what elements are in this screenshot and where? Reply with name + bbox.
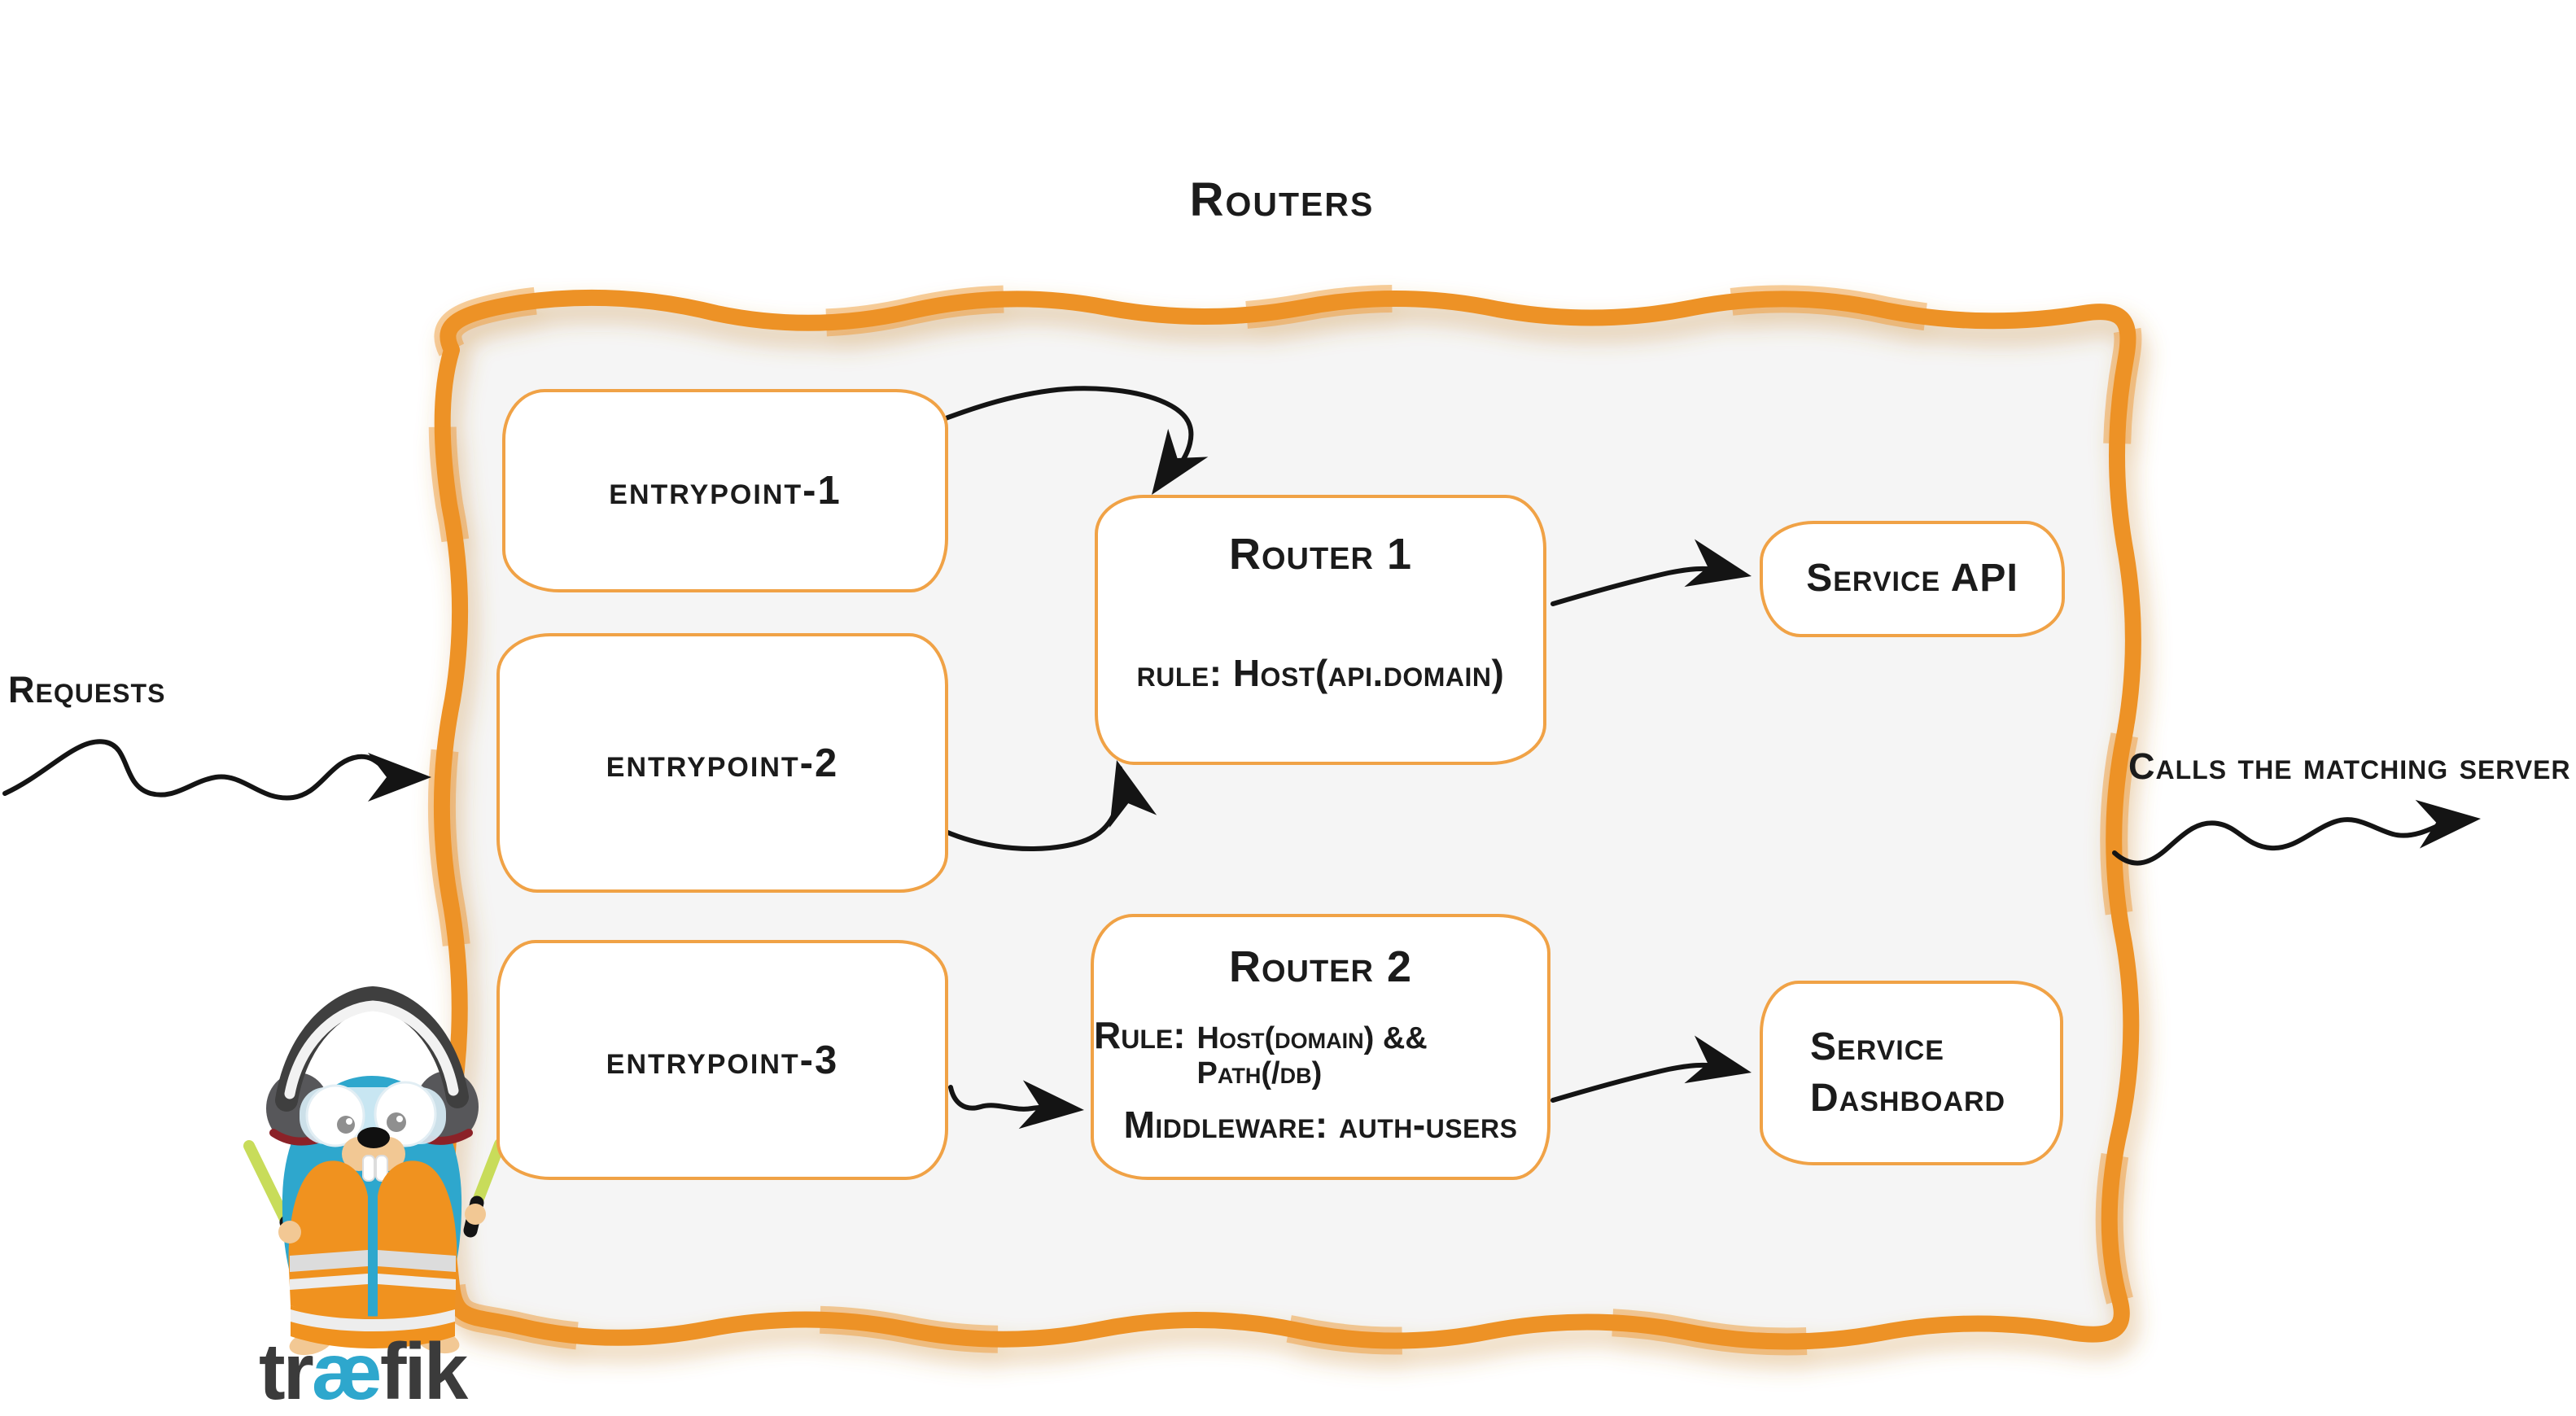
eye-right bbox=[374, 1081, 437, 1147]
traefik-gopher-mascot bbox=[243, 986, 505, 1356]
wordmark-pre: tr bbox=[259, 1326, 314, 1416]
service-api-node: Service API bbox=[1760, 521, 2065, 637]
tooth-left bbox=[362, 1155, 375, 1182]
entrypoint-2-node: entrypoint-2 bbox=[496, 633, 948, 893]
wordmark-post: fik bbox=[379, 1326, 468, 1416]
arrowhead bbox=[1018, 1080, 1084, 1130]
tooth-right bbox=[375, 1155, 388, 1182]
router-2-node: Router 2 Rule: Host(domain) && Path(/db)… bbox=[1091, 914, 1550, 1180]
container-border-texture bbox=[427, 283, 2147, 1356]
eye-glint-right bbox=[396, 1116, 403, 1122]
arrowhead bbox=[2415, 799, 2481, 849]
diagram-title: Routers bbox=[1189, 173, 1375, 226]
flow-arrows bbox=[2, 386, 2481, 1130]
eye-left bbox=[305, 1084, 365, 1147]
arrow-entrypoint1-to-router1 bbox=[943, 386, 1209, 495]
entrypoint-1-node: entrypoint-1 bbox=[502, 389, 948, 592]
arrowhead bbox=[1152, 428, 1209, 495]
eye-glint-left bbox=[346, 1118, 352, 1125]
router-rule: Host(domain) && Path(/db) bbox=[1196, 1021, 1428, 1090]
router-1-node: Router 1 rule: Host(api.domain) bbox=[1095, 495, 1546, 765]
entrypoint-label: entrypoint-1 bbox=[609, 469, 842, 513]
safety-vest bbox=[288, 1160, 457, 1348]
arrowhead bbox=[368, 753, 431, 802]
router-middleware: Middleware: auth-users bbox=[1123, 1104, 1518, 1146]
headphone-band-highlight bbox=[284, 1000, 459, 1099]
wordmark-ligature: æ bbox=[311, 1326, 383, 1416]
pupil-left bbox=[337, 1116, 355, 1134]
calls-server-label: Calls the matching server bbox=[2128, 745, 2571, 787]
arrowhead bbox=[1684, 1035, 1752, 1084]
nose bbox=[357, 1127, 390, 1148]
arrowhead bbox=[1109, 760, 1157, 828]
router-name: Router 1 bbox=[1228, 530, 1413, 579]
entrypoint-label: entrypoint-3 bbox=[606, 1038, 839, 1082]
service-dashboard-node: Service Dashboard bbox=[1760, 981, 2063, 1165]
arrow-router1-to-service-api bbox=[1550, 539, 1752, 606]
arrow-router2-to-service-dashboard bbox=[1550, 1035, 1752, 1103]
pupil-right bbox=[387, 1112, 406, 1132]
arrow-entrypoint3-to-router2 bbox=[948, 1080, 1084, 1130]
arrow-calls-out bbox=[2112, 799, 2481, 866]
arrow-entrypoint2-to-router1 bbox=[943, 760, 1157, 852]
requests-label: Requests bbox=[8, 669, 166, 710]
service-label: Service API bbox=[1806, 557, 2018, 601]
entrypoint-label: entrypoint-2 bbox=[606, 741, 839, 785]
router-rule-row: Rule: Host(domain) && Path(/db) bbox=[1094, 1013, 1547, 1091]
arrow-requests-in bbox=[2, 739, 431, 802]
entrypoint-3-node: entrypoint-3 bbox=[496, 940, 948, 1180]
hand-right bbox=[465, 1204, 486, 1225]
hand-left bbox=[278, 1221, 301, 1243]
traefik-wordmark: træfik bbox=[259, 1331, 468, 1411]
arrowhead bbox=[1684, 539, 1752, 588]
service-label-line2: Dashboard bbox=[1810, 1076, 2006, 1120]
router-rule: rule: Host(api.domain) bbox=[1136, 652, 1505, 694]
rule-label: Rule: bbox=[1094, 1014, 1186, 1056]
router-name: Router 2 bbox=[1228, 942, 1413, 991]
service-label-line1: Service bbox=[1810, 1025, 1944, 1069]
